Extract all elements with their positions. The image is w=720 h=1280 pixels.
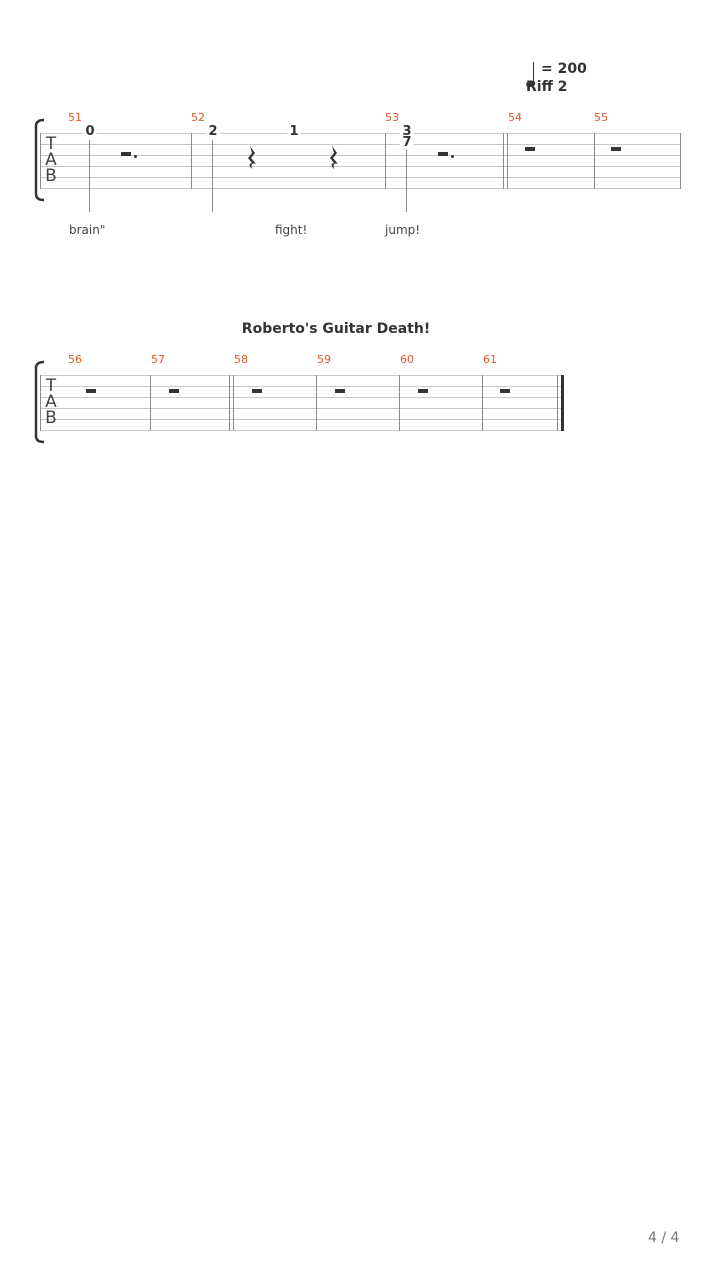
- rest-dot-icon: [451, 155, 454, 158]
- whole-rest-icon: [418, 389, 428, 393]
- page-number: 4 / 4: [648, 1230, 680, 1246]
- bar-number: 54: [508, 111, 522, 124]
- quarter-rest-icon: [248, 146, 256, 169]
- fret-number: 2: [206, 125, 220, 138]
- lyric: brain": [69, 223, 106, 237]
- whole-rest-icon: [611, 147, 621, 151]
- note-stem: [212, 140, 213, 212]
- fret-number: 3: [400, 125, 414, 138]
- tempo-label: = 200: [541, 61, 587, 77]
- bar-number: 52: [191, 111, 205, 124]
- dotted-half-rest-icon: [438, 152, 448, 156]
- tempo-note-stem: [533, 62, 534, 84]
- tab-clef-t: T: [45, 134, 57, 154]
- tab-clef-b: B: [45, 166, 57, 186]
- final-barline: [561, 375, 564, 431]
- bar-number: 57: [151, 353, 165, 366]
- lyric: fight!: [275, 223, 308, 237]
- bar-number: 61: [483, 353, 497, 366]
- bar-number: 60: [400, 353, 414, 366]
- section-title: Roberto's Guitar Death!: [241, 321, 431, 337]
- tab-clef-t: T: [45, 376, 57, 396]
- system-bracket-icon: [34, 118, 45, 202]
- tab-clef-a: A: [45, 150, 57, 170]
- section-label-riff: Riff 2: [526, 79, 568, 95]
- whole-rest-icon: [169, 389, 179, 393]
- whole-rest-icon: [500, 389, 510, 393]
- note-stem: [406, 150, 407, 212]
- quarter-rest-icon: [330, 146, 338, 169]
- fret-number: 1: [287, 125, 301, 138]
- tab-clef-b: B: [45, 408, 57, 428]
- bar-number: 56: [68, 353, 82, 366]
- system-bracket-icon: [34, 360, 45, 444]
- whole-rest-icon: [86, 389, 96, 393]
- tab-clef-a: A: [45, 392, 57, 412]
- fret-number: 7: [400, 136, 414, 149]
- fret-number: 0: [83, 125, 97, 138]
- rest-dot-icon: [134, 155, 137, 158]
- whole-rest-icon: [335, 389, 345, 393]
- dotted-half-rest-icon: [121, 152, 131, 156]
- bar-number: 53: [385, 111, 399, 124]
- bar-number: 58: [234, 353, 248, 366]
- bar-number: 51: [68, 111, 82, 124]
- bar-number: 55: [594, 111, 608, 124]
- whole-rest-icon: [252, 389, 262, 393]
- whole-rest-icon: [525, 147, 535, 151]
- lyric: jump!: [385, 223, 421, 237]
- note-stem: [89, 140, 90, 212]
- bar-number: 59: [317, 353, 331, 366]
